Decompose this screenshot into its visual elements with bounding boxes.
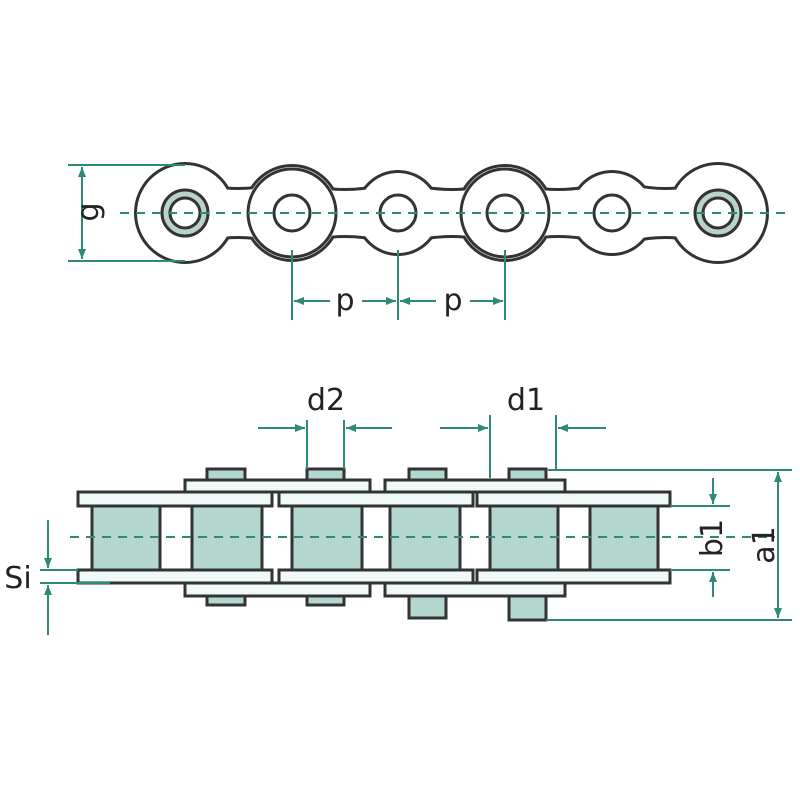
label-p-2: p — [443, 283, 462, 318]
label-g: g — [71, 202, 106, 221]
label-b1: b1 — [695, 519, 730, 557]
outer-plates — [183, 478, 567, 598]
label-si: Si — [4, 561, 31, 596]
dimension-si: Si — [4, 520, 110, 635]
dimension-d2: d2 — [258, 383, 392, 469]
label-d1: d1 — [507, 383, 545, 418]
dimension-p: p p — [291, 250, 506, 320]
chain-top-view — [70, 467, 775, 622]
pins — [205, 467, 548, 622]
chain-side-view — [120, 162, 785, 264]
dimension-d1: d1 — [440, 383, 606, 478]
label-d2: d2 — [307, 383, 345, 418]
label-p-1: p — [335, 283, 354, 318]
inner-plates — [76, 490, 672, 585]
dimension-g: g — [68, 164, 185, 262]
label-a1: a1 — [747, 526, 782, 563]
dimension-b1: b1 — [670, 478, 730, 597]
dimension-a1: a1 — [546, 469, 792, 621]
